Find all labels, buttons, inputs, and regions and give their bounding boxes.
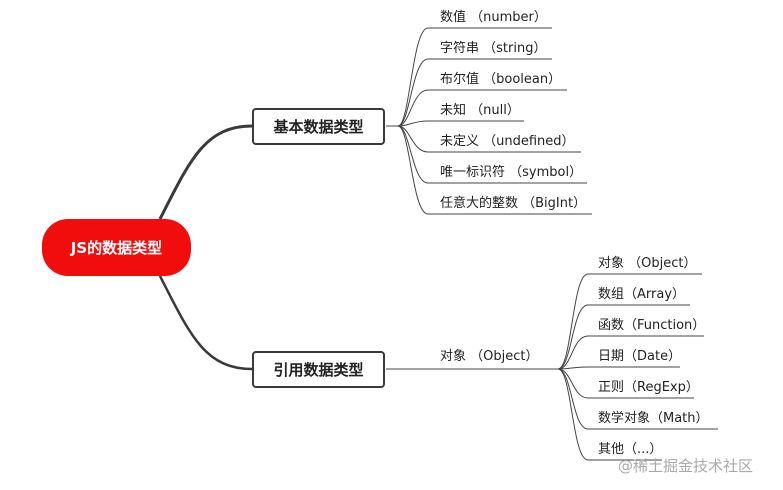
primitive-item-connector <box>386 125 592 215</box>
root-to-reference-connector <box>158 275 253 371</box>
primitive-type-item: 未知 （null） <box>440 103 520 118</box>
primitive-types-node: 基本数据类型 <box>252 108 385 145</box>
primitive-type-item: 未定义 （undefined） <box>440 134 575 149</box>
primitive-type-item: 唯一标识符 （symbol） <box>440 165 583 180</box>
reference-type-item: 数组（Array） <box>598 287 686 302</box>
primitive-type-item: 数值 （number） <box>440 10 547 25</box>
primitive-item-connector <box>386 27 552 127</box>
reference-type-item: 函数（Function） <box>598 318 706 333</box>
root-to-primitive-connector <box>158 124 253 220</box>
root-label: JS的数据类型 <box>70 239 163 257</box>
primitive-types-label: 基本数据类型 <box>273 118 364 136</box>
object-node-label: 对象 （Object） <box>440 349 539 364</box>
object-node: 对象 （Object） <box>440 349 538 365</box>
watermark: @稀土掘金技术社区 <box>618 457 754 475</box>
reference-type-item: 对象 （Object） <box>598 256 697 271</box>
reference-item-connector <box>557 304 690 370</box>
primitive-item-connector <box>386 120 524 127</box>
reference-types-label: 引用数据类型 <box>273 361 364 379</box>
primitive-type-item: 字符串 （string） <box>440 41 547 56</box>
reference-type-item: 日期（Date） <box>598 349 682 364</box>
primitive-type-item: 布尔值 （boolean） <box>440 72 562 87</box>
reference-leaf-connectors <box>386 273 718 461</box>
reference-type-item: 正则（RegExp） <box>598 380 699 395</box>
primitive-leaf-connectors <box>386 27 592 215</box>
reference-type-item: 其他（...） <box>598 442 663 457</box>
reference-item-connector <box>557 368 662 461</box>
reference-item-connector <box>557 366 680 370</box>
reference-item-connector <box>557 368 694 399</box>
primitive-type-item: 任意大的整数 （BigInt） <box>440 196 587 211</box>
reference-item-connector <box>557 335 704 370</box>
reference-item-connector <box>557 273 702 370</box>
root-node: JS的数据类型 <box>42 219 191 276</box>
reference-type-item: 数学对象（Math） <box>598 411 709 426</box>
reference-types-node: 引用数据类型 <box>252 351 385 388</box>
reference-item-connector <box>557 368 718 430</box>
